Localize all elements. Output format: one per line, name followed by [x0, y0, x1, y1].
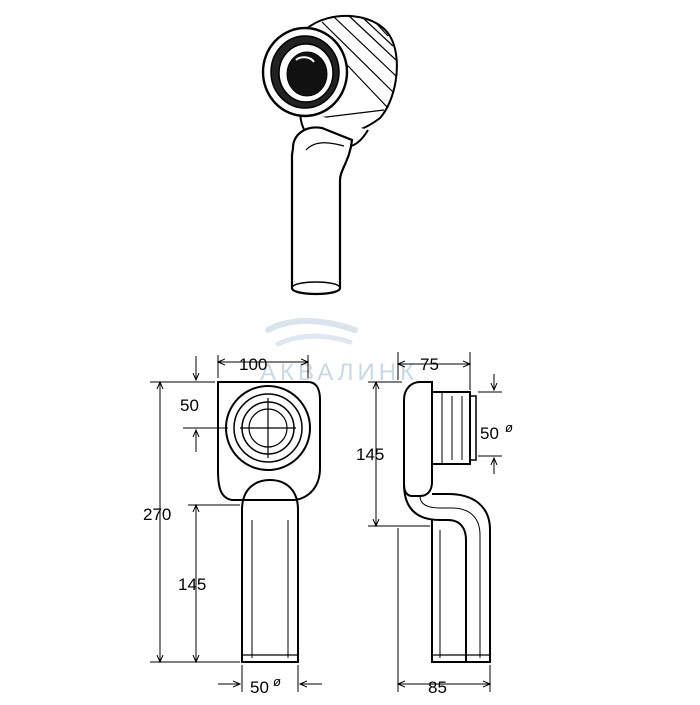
dim-front-total-height: 270 [143, 505, 171, 524]
dim-front-outlet-dia: 50 [250, 678, 269, 697]
siphon-perspective-illustration [261, 14, 398, 296]
dim-front-offset-top: 50 [180, 396, 199, 415]
dim-side-dia-symbol: ø [505, 420, 513, 435]
dim-front-dia-symbol: ø [273, 674, 281, 689]
dim-side-depth-top: 75 [420, 355, 439, 374]
dim-side-height: 145 [356, 445, 384, 464]
side-view-drawing [403, 381, 491, 663]
dim-front-lower-height: 145 [178, 575, 206, 594]
side-view-dimension-lines [368, 352, 502, 692]
watermark-logo: АКВАЛИНК [260, 318, 414, 386]
dim-side-depth-bottom: 85 [428, 678, 447, 697]
front-view-drawing [217, 381, 321, 663]
dim-side-inlet-dia: 50 [480, 424, 499, 443]
dim-front-width-top: 100 [239, 355, 267, 374]
front-view-dimension-lines [150, 355, 322, 692]
